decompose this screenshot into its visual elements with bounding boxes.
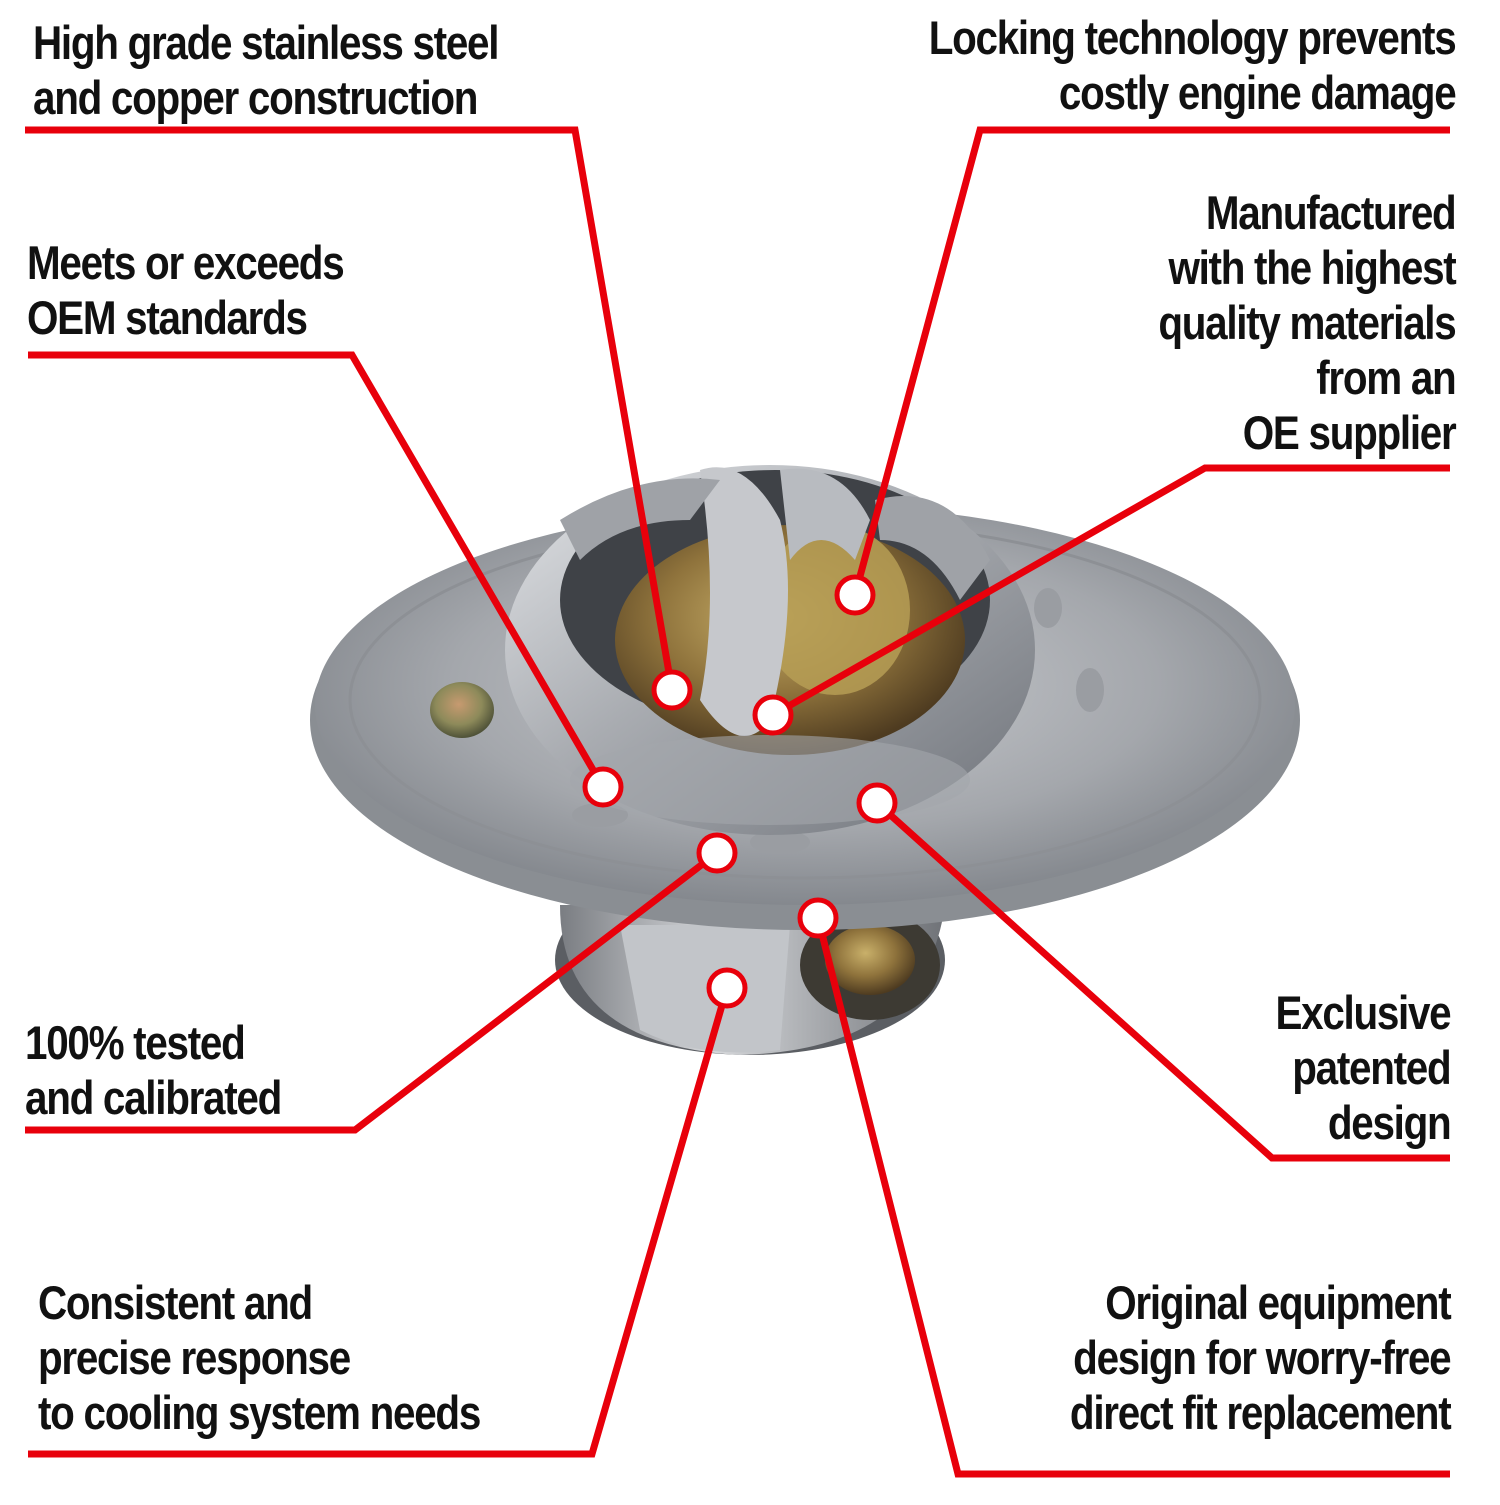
callout-line-patented-design (874, 800, 1450, 1162)
callout-line-oe-supplier (771, 464, 1450, 719)
callout-line-stainless-copper (25, 126, 676, 691)
callout-label-direct-fit: Original equipment design for worry-free… (1069, 1276, 1452, 1439)
callout-lines (25, 126, 1450, 1478)
callout-line-locking-technology (851, 126, 1450, 596)
callout-dot-stainless-copper (651, 669, 693, 711)
callout-dot-patented-design (856, 782, 898, 824)
callout-label-stainless-copper: High grade stainless steel and copper co… (33, 16, 499, 124)
callout-dot-consistent-response (706, 967, 748, 1009)
callout-label-tested-calibrated: 100% tested and calibrated (25, 1016, 282, 1124)
callout-line-meets-oem (28, 351, 607, 789)
callout-dot-locking-technology (834, 574, 876, 616)
rivet-icon (430, 682, 494, 738)
callout-label-consistent-response: Consistent and precise response to cooli… (38, 1276, 481, 1439)
callout-line-direct-fit (814, 917, 1450, 1478)
callout-dots (582, 574, 898, 1009)
callout-label-locking-technology: Locking technology prevents costly engin… (928, 11, 1456, 119)
callout-line-tested-calibrated (25, 850, 720, 1134)
callout-line-consistent-response (28, 987, 731, 1458)
callout-label-meets-oem: Meets or exceeds OEM standards (27, 236, 345, 344)
callout-dot-tested-calibrated (696, 832, 738, 874)
callout-dot-direct-fit (797, 897, 839, 939)
callout-dot-meets-oem (582, 766, 624, 808)
callout-label-patented-design: Exclusive patented design (1275, 986, 1451, 1149)
callout-label-oe-supplier: Manufactured with the highest quality ma… (1157, 186, 1456, 459)
callout-dot-oe-supplier (752, 694, 794, 736)
